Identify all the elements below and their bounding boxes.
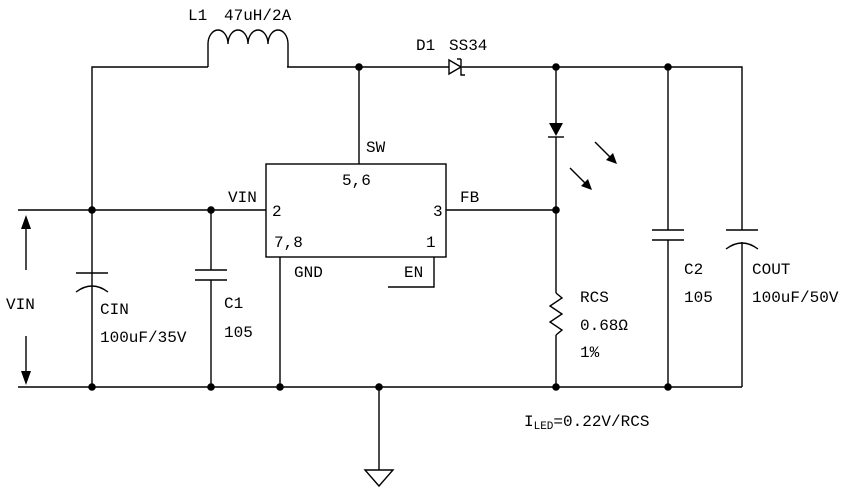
formula-rest: =0.22V/RCS [553,413,649,431]
ic-pin-en-number: 1 [426,234,436,252]
c2-ref: C2 [684,261,703,279]
led [548,67,617,210]
inductor-ref: L1 [188,7,207,25]
ic-pin-fb-label: FB [460,189,479,207]
formula-i: I [524,413,534,431]
ic-pin-vin-number: 2 [272,203,282,221]
vin-arrow [21,215,31,385]
formula-subscript: LED [534,421,554,433]
c1-value: 105 [224,324,253,342]
cin-value: 100uF/35V [100,329,187,347]
capacitor-cin [75,272,109,293]
diode-d1 [448,58,465,76]
ic-pin-vin-label: VIN [228,189,257,207]
c1-ref: C1 [224,295,243,313]
junction-dots [88,63,672,391]
diode-ref: D1 [416,37,435,55]
inductor-l1 [207,29,289,67]
vin-input-label: VIN [6,296,35,314]
capacitor-cout [725,229,759,387]
rcs-value: 0.68Ω [580,317,628,335]
ic-pin-sw-number: 5,6 [342,172,371,190]
top-wiring [91,66,743,387]
capacitor-c1 [195,210,227,387]
rcs-tolerance: 1% [580,344,600,362]
rcs-ref: RCS [580,289,609,307]
cin-ref: CIN [100,301,129,319]
capacitor-c2 [652,67,684,387]
c2-value: 105 [684,289,713,307]
cout-value: 100uF/50V [752,289,839,307]
en-pin-wire [388,257,435,288]
ic-pin-fb-number: 3 [433,203,443,221]
cout-ref: COUT [752,261,790,279]
ic-pin-sw-label: SW [366,139,386,157]
inductor-value: 47uH/2A [224,7,292,25]
ground-symbol [363,387,395,488]
ic-pin-en-label: EN [404,264,423,282]
ic-pin-gnd-label: GND [294,264,323,282]
resistor-rcs [548,210,564,387]
diode-part: SS34 [449,37,487,55]
ic-pin-gnd-number: 7,8 [274,234,303,252]
led-current-formula: ILED=0.22V/RCS [524,413,649,433]
